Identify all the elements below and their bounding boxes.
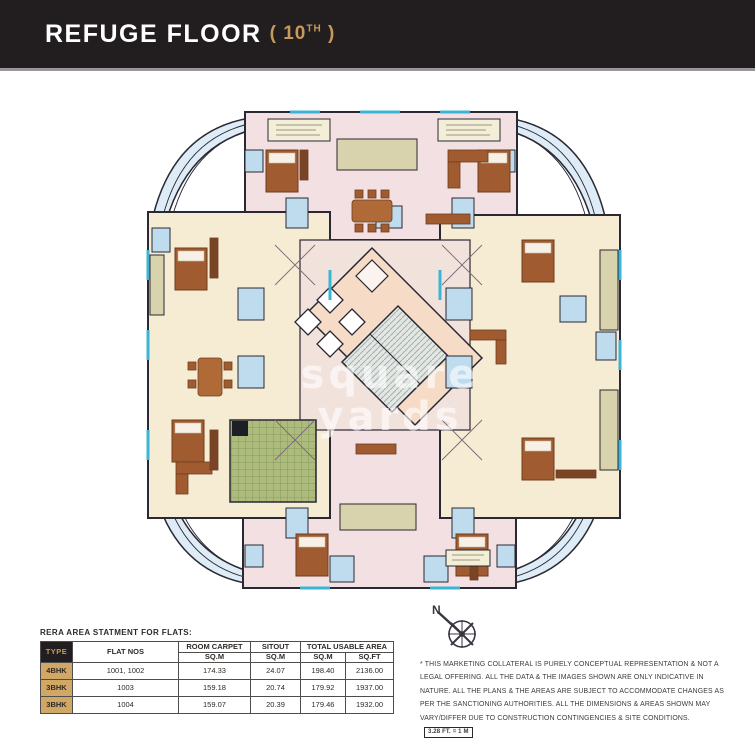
svg-text:yards: yards: [317, 394, 462, 440]
cell-type: 3BHK: [40, 696, 73, 714]
floor-number-label: ( 10TH ): [269, 23, 336, 44]
col-type: TYPE: [40, 641, 73, 663]
sofa: [447, 149, 489, 163]
table-row: 3BHK 1004 159.07 20.39 179.46 1932.00: [40, 696, 394, 714]
cell-total-sqm: 179.92: [300, 679, 346, 697]
cell-flats: 1004: [72, 696, 179, 714]
windows: [146, 110, 622, 590]
table-row: 3BHK 1003 159.18 20.74 179.92 1937.00: [40, 679, 394, 697]
cell-total-sqft: 1932.00: [345, 696, 394, 714]
area-label-boxes: [267, 118, 501, 567]
floor-plan-drawing: square yards: [146, 110, 622, 590]
unit-sqm-carpet: SQ.M: [178, 652, 251, 663]
area-table: TYPE FLAT NOS ROOM CARPET SITOUT TOTAL U…: [40, 641, 394, 714]
cell-carpet: 159.18: [178, 679, 251, 697]
col-sitout: SITOUT: [250, 641, 301, 653]
disclaimer-text: * THIS MARKETING COLLATERAL IS PURELY CO…: [420, 658, 734, 739]
rera-area-table-block: RERA AREA STATMENT FOR FLATS: TYPE FLAT …: [40, 628, 400, 714]
void-marks: [274, 244, 483, 461]
table-row: 4BHK 1001, 1002 174.33 24.07 198.40 2136…: [40, 662, 394, 680]
cell-carpet: 159.07: [178, 696, 251, 714]
page-title: REFUGE FLOOR: [45, 19, 262, 48]
cell-type: 4BHK: [40, 662, 73, 680]
cell-total-sqft: 1937.00: [345, 679, 394, 697]
cell-type: 3BHK: [40, 679, 73, 697]
unit-sqm-sitout: SQ.M: [250, 652, 301, 663]
lift-cabins: [294, 286, 366, 358]
cell-sitout: 20.39: [250, 696, 301, 714]
watermark: square yards: [301, 352, 480, 440]
col-total-usable-area: TOTAL USABLE AREA: [300, 641, 394, 653]
kitchen-counter: [425, 213, 471, 225]
deck-areas: [149, 138, 619, 531]
cell-total-sqm: 198.40: [300, 662, 346, 680]
cell-carpet: 174.33: [178, 662, 251, 680]
unit-sqft-total: SQ.FT: [345, 652, 394, 663]
cell-total-sqft: 2136.00: [345, 662, 394, 680]
cell-sitout: 20.74: [250, 679, 301, 697]
cell-flats: 1003: [72, 679, 179, 697]
table-title: RERA AREA STATMENT FOR FLATS:: [40, 628, 193, 637]
compass-rose: N: [424, 600, 490, 663]
col-room-carpet: ROOM CARPET: [178, 641, 251, 653]
lift-core: [294, 246, 484, 427]
col-flat-nos: FLAT NOS: [72, 641, 179, 663]
compass-north-label: N: [432, 603, 441, 617]
scale-note: 3.28 FT. = 1 M: [424, 727, 473, 739]
header-bar: REFUGE FLOOR ( 10TH ): [0, 0, 755, 71]
floor-plan: square yards: [130, 100, 640, 615]
cell-total-sqm: 179.46: [300, 696, 346, 714]
cell-flats: 1001, 1002: [72, 662, 179, 680]
dining-table: [351, 199, 393, 223]
svg-text:square: square: [301, 352, 480, 398]
cell-sitout: 24.07: [250, 662, 301, 680]
unit-sqm-total: SQ.M: [300, 652, 346, 663]
